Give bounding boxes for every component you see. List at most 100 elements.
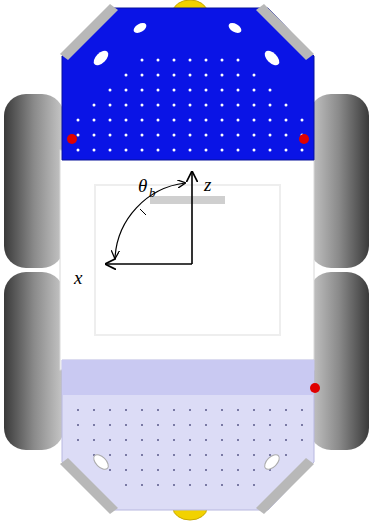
plate-hole bbox=[285, 424, 287, 426]
wheel bbox=[4, 272, 64, 450]
plate-hole bbox=[269, 89, 272, 92]
plate-hole bbox=[189, 89, 192, 92]
plate-hole bbox=[157, 134, 160, 137]
plate-hole bbox=[221, 149, 224, 152]
plate-hole bbox=[93, 409, 95, 411]
plate-hole bbox=[269, 104, 272, 107]
plate-hole bbox=[221, 134, 224, 137]
angle-arc bbox=[115, 183, 185, 258]
plate-hole bbox=[109, 439, 111, 441]
axis-label: x bbox=[74, 268, 82, 287]
plate-hole bbox=[253, 484, 255, 486]
plate-hole bbox=[205, 424, 207, 426]
plate-hole bbox=[221, 484, 223, 486]
plate-hole bbox=[109, 134, 112, 137]
plate-hole bbox=[125, 424, 127, 426]
plate-hole bbox=[237, 119, 240, 122]
plate-hole bbox=[173, 74, 176, 77]
hole bbox=[262, 48, 282, 68]
plate-hole bbox=[93, 104, 96, 107]
plate-hole bbox=[253, 424, 255, 426]
rail bbox=[256, 4, 314, 60]
angle-tick bbox=[140, 209, 146, 215]
z-axis bbox=[191, 172, 193, 264]
plate-hole bbox=[125, 149, 128, 152]
plate-hole bbox=[109, 424, 111, 426]
plate-hole bbox=[125, 74, 128, 77]
plate-hole bbox=[189, 484, 191, 486]
plate-hole bbox=[285, 134, 288, 137]
plate-hole bbox=[285, 454, 287, 456]
plate-hole bbox=[189, 454, 191, 456]
plate-hole bbox=[157, 454, 159, 456]
plate-hole bbox=[109, 469, 111, 471]
plate-hole bbox=[141, 484, 143, 486]
plate-hole bbox=[285, 104, 288, 107]
axis-label: θ bbox=[138, 176, 147, 195]
plate-hole bbox=[157, 409, 159, 411]
plate-hole bbox=[221, 439, 223, 441]
plate-hole bbox=[301, 439, 303, 441]
plate-hole bbox=[237, 134, 240, 137]
plate-hole bbox=[237, 454, 239, 456]
plate-hole bbox=[109, 104, 112, 107]
plate-hole bbox=[285, 439, 287, 441]
plate-hole bbox=[221, 74, 224, 77]
plate-hole bbox=[77, 409, 79, 411]
plate-hole bbox=[253, 469, 255, 471]
plate-hole bbox=[237, 74, 240, 77]
led bbox=[67, 134, 77, 144]
plate-hole bbox=[237, 409, 239, 411]
plate-hole bbox=[301, 119, 304, 122]
rail bbox=[60, 4, 118, 60]
plate-hole bbox=[221, 469, 223, 471]
plate-hole bbox=[93, 439, 95, 441]
hole bbox=[91, 48, 111, 68]
plate-hole bbox=[189, 104, 192, 107]
plate-hole bbox=[157, 59, 160, 62]
plate-hole bbox=[157, 74, 160, 77]
plate-hole bbox=[157, 119, 160, 122]
plate-hole bbox=[173, 89, 176, 92]
plate-hole bbox=[205, 104, 208, 107]
hole bbox=[262, 452, 282, 472]
plate-hole bbox=[77, 439, 79, 441]
plate-hole bbox=[173, 59, 176, 62]
plate-hole bbox=[173, 454, 175, 456]
plate-hole bbox=[205, 454, 207, 456]
plate-hole bbox=[141, 439, 143, 441]
plate-hole bbox=[205, 134, 208, 137]
plate-hole bbox=[189, 134, 192, 137]
plate-hole bbox=[141, 469, 143, 471]
plate-hole bbox=[285, 119, 288, 122]
plate-hole bbox=[157, 439, 159, 441]
plate-hole bbox=[221, 409, 223, 411]
plate-hole bbox=[109, 409, 111, 411]
plate-hole bbox=[77, 424, 79, 426]
plate-hole bbox=[253, 454, 255, 456]
plate-hole bbox=[237, 469, 239, 471]
plate-hole bbox=[157, 89, 160, 92]
plate-hole bbox=[205, 59, 208, 62]
plate-hole bbox=[205, 74, 208, 77]
plate-hole bbox=[189, 469, 191, 471]
plate-hole bbox=[253, 74, 256, 77]
plate-hole bbox=[173, 119, 176, 122]
plate-hole bbox=[109, 454, 111, 456]
rail bbox=[60, 458, 118, 514]
plate-hole bbox=[253, 409, 255, 411]
plate-hole bbox=[205, 409, 207, 411]
plate-hole bbox=[173, 409, 175, 411]
plate-hole bbox=[173, 149, 176, 152]
plate-hole bbox=[253, 104, 256, 107]
led bbox=[310, 383, 320, 393]
plate-hole bbox=[77, 134, 80, 137]
plate-hole bbox=[221, 89, 224, 92]
plate-hole bbox=[141, 409, 143, 411]
plate-hole bbox=[125, 119, 128, 122]
plate-hole bbox=[205, 469, 207, 471]
plate-hole bbox=[221, 104, 224, 107]
plate-hole bbox=[125, 439, 127, 441]
plate-hole bbox=[269, 439, 271, 441]
